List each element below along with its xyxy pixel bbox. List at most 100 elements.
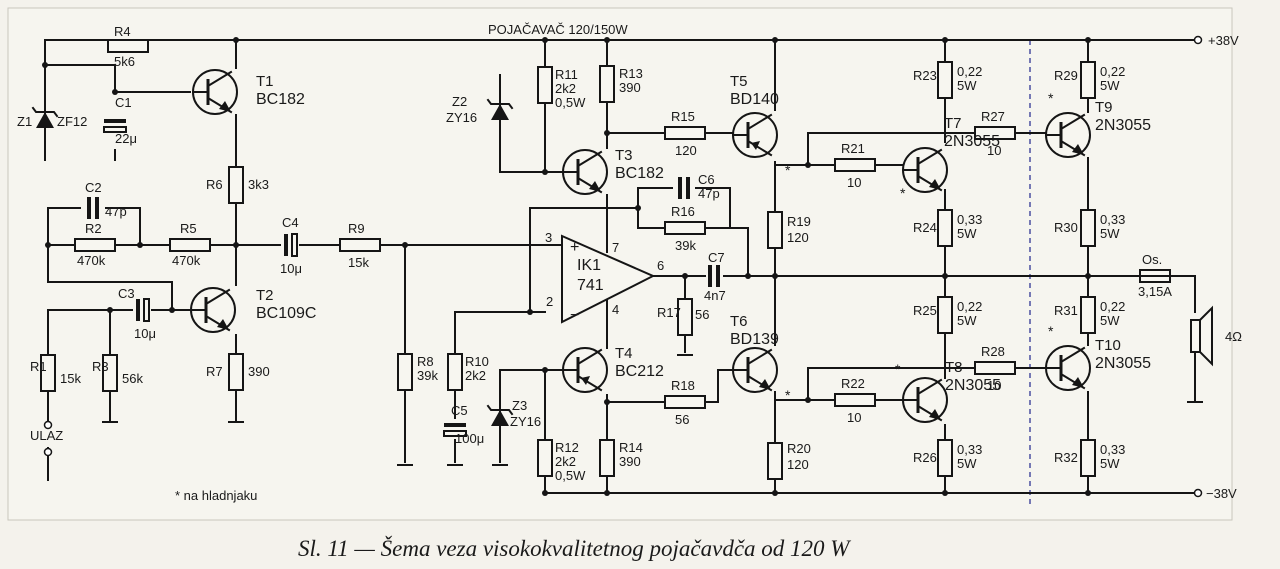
capacitor-c3-value: 10μ (134, 326, 156, 341)
negative-rail-terminal (1193, 488, 1203, 498)
zener-z2-name: Z2 (452, 94, 467, 109)
resistor-r12-rating: 0,5W (555, 468, 586, 483)
opamp-name: IK1 (577, 257, 601, 274)
zener-z3-name: Z3 (512, 398, 527, 413)
resistor-r28-value: 10 (987, 378, 1001, 393)
resistor-r21-name: R21 (841, 141, 865, 156)
resistor-r30-name: R30 (1054, 220, 1078, 235)
transistor-t1-type: BC182 (256, 91, 305, 108)
opamp-minus-sign: − (570, 307, 579, 324)
capacitor-c6-value: 47p (698, 186, 720, 201)
transistor-t10-name: T10 (1095, 337, 1121, 354)
resistor-r27-value: 10 (987, 143, 1001, 158)
resistor-r10-name: R10 (465, 354, 489, 369)
resistor-r2-name: R2 (85, 221, 102, 236)
transistor-t7-type: 2N3055 (944, 133, 1000, 150)
heatsink-note: * na hladnjaku (175, 488, 257, 503)
resistor-r7-value: 390 (248, 364, 270, 379)
resistor-r29-value: 0,22 (1100, 64, 1125, 79)
opamp-pin-bottom: 4 (612, 302, 619, 317)
resistor-r5-value: 470k (172, 253, 201, 268)
resistor-r15-value: 120 (675, 143, 697, 158)
transistor-t8-name: T8 (945, 359, 963, 376)
transistor-t2-name: T2 (256, 287, 274, 304)
resistor-r6-value: 3k3 (248, 177, 269, 192)
transistor-t3-name: T3 (615, 147, 633, 164)
resistor-r31-rating: 5W (1100, 313, 1120, 328)
resistor-r19-name: R19 (787, 214, 811, 229)
capacitor-c5-name: C5 (451, 403, 468, 418)
resistor-r16-name: R16 (671, 204, 695, 219)
resistor-r3-value: 56k (122, 371, 143, 386)
transistor-t5-name: T5 (730, 73, 748, 90)
capacitor-c2-name: C2 (85, 180, 102, 195)
resistor-r1-value: 15k (60, 371, 81, 386)
junction-dots (42, 37, 1091, 496)
resistor-r6-name: R6 (206, 177, 223, 192)
resistor-r8-value: 39k (417, 368, 438, 383)
resistor-r30-value: 0,33 (1100, 212, 1125, 227)
opamp-type: 741 (577, 277, 604, 294)
resistor-r9-value: 15k (348, 255, 369, 270)
transistor-t1-name: T1 (256, 73, 274, 90)
capacitor-c1-value: 22μ (115, 131, 137, 146)
capacitor-c3-name: C3 (118, 286, 135, 301)
input-terminal-ground (43, 447, 53, 457)
resistor-r11-rating: 0,5W (555, 95, 586, 110)
resistor-r32-name: R32 (1054, 450, 1078, 465)
resistor-r31-name: R31 (1054, 303, 1078, 318)
resistor-r27-name: R27 (981, 109, 1005, 124)
resistor-r13-name: R13 (619, 66, 643, 81)
transistor-t6-type: BD139 (730, 331, 779, 348)
resistor-r11-value: 2k2 (555, 81, 576, 96)
capacitor-c4-name: C4 (282, 215, 299, 230)
capacitor-c4-value: 10μ (280, 261, 302, 276)
transistor-t4-type: BC212 (615, 363, 664, 380)
opamp-ik1: + − IK1 741 3 2 7 4 6 (545, 230, 664, 324)
fuse-name: Os. (1142, 252, 1162, 267)
resistor-r28: R28 10 (974, 344, 1016, 393)
resistor-r19-value: 120 (787, 230, 809, 245)
opamp-pin-minus: 2 (546, 294, 553, 309)
transistor-t8-type: 2N3055 (945, 377, 1001, 394)
resistor-r25-name: R25 (913, 303, 937, 318)
resistor-r26-value: 0,33 (957, 442, 982, 457)
resistor-r32-value: 0,33 (1100, 442, 1125, 457)
resistor-r23-value: 0,22 (957, 64, 982, 79)
capacitor-c3: C3 10μ (118, 286, 156, 341)
resistor-r20-name: R20 (787, 441, 811, 456)
resistor-r28-name: R28 (981, 344, 1005, 359)
transistor-t7-name: T7 (944, 115, 962, 132)
transistor-t5-heatsink-mark: * (785, 162, 791, 178)
input-terminal-signal (43, 420, 53, 430)
resistor-r25-value: 0,22 (957, 299, 982, 314)
resistor-r7-name: R7 (206, 364, 223, 379)
resistor-r11-name: R11 (555, 67, 578, 82)
resistor-r12-name: R12 (555, 440, 579, 455)
resistor-r24-name: R24 (913, 220, 937, 235)
